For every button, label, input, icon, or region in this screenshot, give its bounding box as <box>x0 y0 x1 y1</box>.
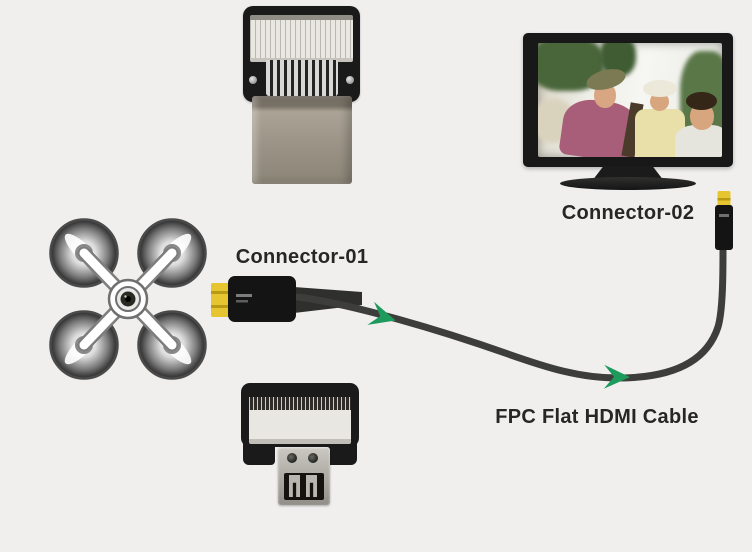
socket-hole-left <box>287 453 297 463</box>
fpc-latch <box>249 397 351 444</box>
socket-opening <box>284 473 324 500</box>
tv-monitor <box>523 33 733 167</box>
pcb-shoulder-right <box>325 441 357 465</box>
cable-arrow-2 <box>603 364 630 389</box>
pcb-shoulder-left <box>243 441 275 465</box>
man-shirt <box>675 125 722 157</box>
top-hdmi-adapter-photo <box>240 4 362 186</box>
bottom-hdmi-adapter-photo <box>241 383 359 505</box>
man-hair <box>686 92 717 110</box>
connector-02-label: Connector-02 <box>561 202 695 224</box>
screw-left <box>249 76 257 84</box>
connector-01-label: Connector-01 <box>235 246 369 268</box>
child-face <box>650 92 669 111</box>
hdmi-plug-connector-02 <box>715 191 733 250</box>
hdmi-female-socket <box>278 447 330 505</box>
fpc-cable-path <box>294 246 727 382</box>
tv-stand-base <box>560 177 696 190</box>
child-hat <box>643 80 677 97</box>
hdmi-plug-connector-01 <box>211 276 296 322</box>
fpc-latch <box>250 15 353 62</box>
tv-screen-photo <box>538 43 722 157</box>
cable-name-label: FPC Flat HDMI Cable <box>495 406 699 428</box>
drone-icon <box>49 218 207 380</box>
drone-camera <box>107 278 149 320</box>
socket-hole-right <box>308 453 318 463</box>
fpc-pin-comb <box>249 397 351 410</box>
solder-pins <box>266 60 338 96</box>
cable-arrow-1 <box>367 301 396 325</box>
hdmi-metal-shell <box>252 96 352 184</box>
screw-right <box>346 76 354 84</box>
